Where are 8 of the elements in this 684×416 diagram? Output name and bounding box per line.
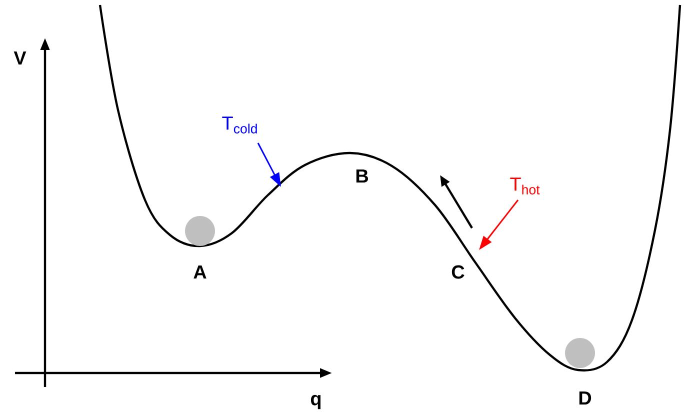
point-label: B [356,169,368,183]
axis-label: q [311,394,321,410]
point-label: A [194,265,206,279]
point-label: D [579,391,592,405]
point-label: C [452,265,464,279]
axis-label: V [14,51,26,65]
temperature-label: T$_{hot}$ [510,178,540,194]
temperature-label: T$_{cold}$ [222,116,257,134]
